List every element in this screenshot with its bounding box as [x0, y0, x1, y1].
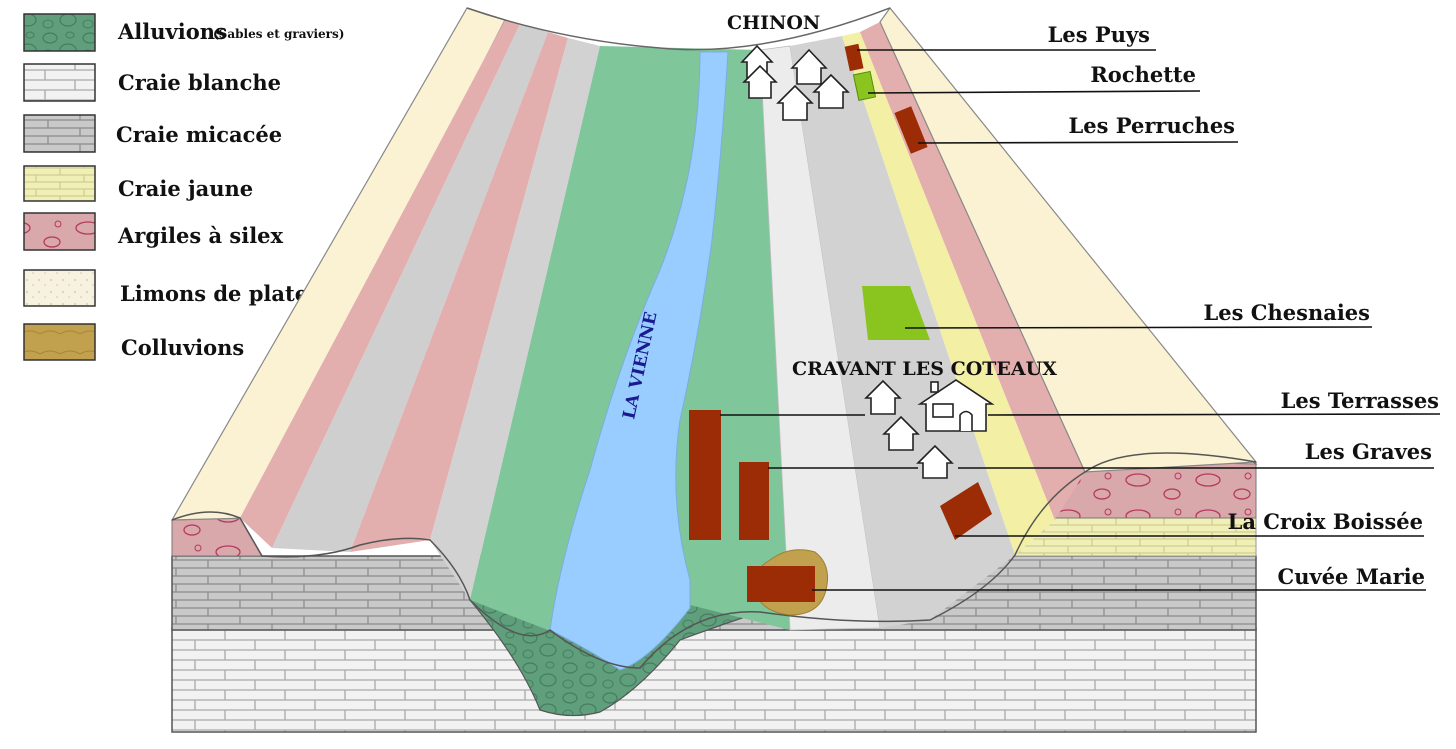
- house-icon: [812, 73, 850, 109]
- legend-swatch-craie-micacee: [23, 114, 96, 153]
- band-craie-micacee-left-2: [430, 38, 600, 600]
- legend-swatch-alluvions: [23, 13, 96, 52]
- legend-swatch-colluvions: [23, 323, 96, 361]
- band-argiles-left-1: [240, 20, 520, 548]
- label-les-puys: Les Puys: [1048, 22, 1150, 47]
- parcel-la-croix-boissee: [940, 482, 992, 540]
- layer-craie-blanche-block: [171, 627, 1257, 733]
- parcel-les-terrasses: [689, 410, 721, 540]
- label-les-graves: Les Graves: [1305, 439, 1432, 464]
- parcel-labels: Les Puys Rochette Les Perruches Les Ches…: [1048, 22, 1439, 589]
- leader-les-perruches: [917, 141, 1239, 144]
- band-argiles-left-2: [350, 32, 568, 552]
- house-icon: [790, 48, 828, 85]
- band-craie-micacee-left: [272, 24, 548, 552]
- legend-swatch-craie-blanche: [23, 63, 96, 102]
- legend: Alluvions (Sables et graviers) Craie bla…: [23, 13, 344, 361]
- leader-rochette: [867, 90, 1201, 94]
- town-label-chinon: CHINON: [727, 12, 820, 34]
- legend-label-colluvions: Colluvions: [121, 335, 244, 360]
- legend-label-craie-micacee: Craie micacée: [116, 122, 282, 147]
- winery-house-icon: [917, 379, 995, 432]
- legend-label-craie-jaune: Craie jaune: [118, 176, 253, 201]
- parcel-les-perruches: [894, 106, 928, 154]
- leader-les-chesnaies: [904, 326, 1373, 329]
- label-les-terrasses: Les Terrasses: [1281, 388, 1439, 413]
- label-rochette: Rochette: [1090, 62, 1196, 87]
- legend-label-craie-blanche: Craie blanche: [118, 70, 281, 95]
- house-icon: [864, 379, 902, 415]
- legend-note-alluvions: (Sables et graviers): [213, 27, 344, 41]
- town-label-cravant: CRAVANT LES COTEAUX: [792, 358, 1057, 380]
- house-icon: [916, 444, 954, 479]
- label-cuvee-marie: Cuvée Marie: [1278, 564, 1425, 589]
- houses: [740, 44, 995, 479]
- legend-label-argiles: Argiles à silex: [117, 223, 284, 248]
- house-icon: [742, 64, 778, 99]
- valley-profile: [171, 452, 1257, 669]
- top-edge: [466, 7, 891, 51]
- house-icon: [882, 415, 920, 451]
- label-la-croix-boissee: La Croix Boissée: [1228, 509, 1423, 534]
- parcel-cuvee-marie: [747, 566, 815, 602]
- legend-swatch-argiles: [23, 212, 96, 251]
- legend-label-alluvions: Alluvions: [117, 19, 227, 44]
- underground: [171, 445, 1258, 733]
- parcels: [689, 43, 992, 602]
- parcel-les-chesnaies: [862, 286, 930, 340]
- leader-les-terrasses-right: [987, 413, 1441, 416]
- label-les-perruches: Les Perruches: [1069, 113, 1235, 138]
- legend-swatch-craie-jaune: [23, 165, 96, 202]
- legend-swatch-limons: [23, 269, 96, 307]
- leader-lines: [720, 49, 1441, 591]
- band-craie-jaune-right: [842, 32, 1055, 555]
- river-vienne: [549, 51, 729, 671]
- house-icon: [776, 84, 814, 121]
- parcel-les-graves: [739, 462, 769, 540]
- label-les-chesnaies: Les Chesnaies: [1204, 300, 1370, 325]
